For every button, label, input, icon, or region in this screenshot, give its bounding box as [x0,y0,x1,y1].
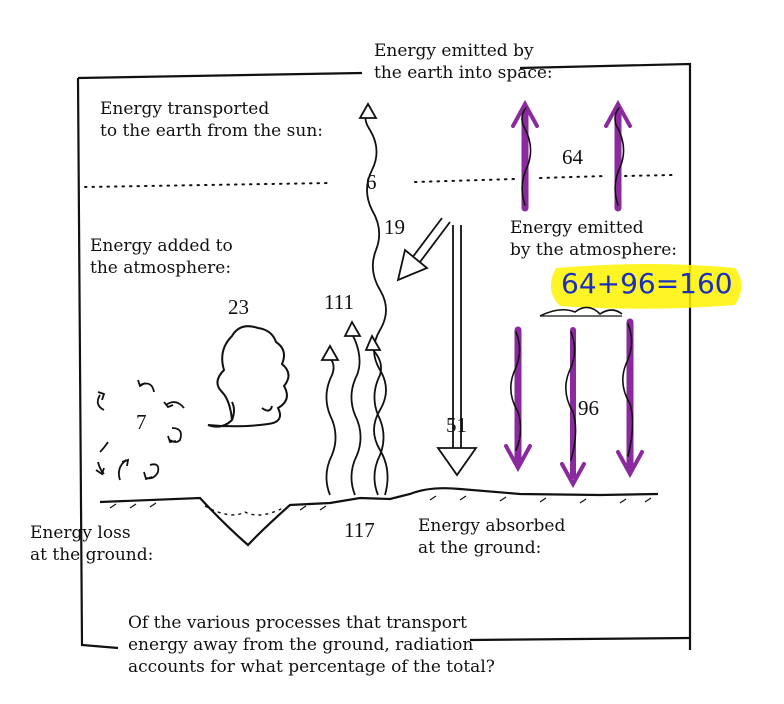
sum-highlight [539,264,742,317]
conduction-eddies-icon [95,379,185,481]
space-ir-value: 64 [562,145,583,169]
top-of-atmosphere-line [84,174,673,188]
conduction-value: 7 [136,410,147,434]
atmosphere-added-label: Energy added to the atmosphere: [90,236,233,278]
ir-window-arrow [358,102,389,496]
ground-surface [99,487,659,547]
atmosphere-absorbed-ir-arrows [320,320,385,496]
solar-absorbed-value: 51 [446,413,467,437]
space-emission-arrows [511,99,632,212]
atm-back-ir-value: 96 [578,396,599,420]
atmosphere-emitted-label: Energy emitted by the atmosphere: [510,218,677,260]
ground-absorbed-label: Energy absorbed at the ground: [418,516,566,558]
reflected-solar-value: 19 [384,215,405,239]
ground-loss-label: Energy loss at the ground: [30,523,154,565]
sum-annotation: 64+96=160 [561,267,733,300]
space-emission-label: Energy emitted by the earth into space: [374,41,553,83]
question-text: Of the various processes that transport … [128,613,495,677]
ir-window-value: 6 [366,170,377,194]
reflected-solar-arrow [396,217,451,282]
latent-heat-value: 23 [228,295,249,319]
atmosphere-back-radiation-arrows [504,318,644,489]
solar-absorbed-arrow [436,225,478,477]
frame [76,62,692,650]
atm-absorbed-ir-value: 111 [324,290,354,314]
ground-ir-value: 117 [344,518,375,542]
sun-transport-label: Energy transported to the earth from the… [100,99,323,141]
cloud-icon [207,325,290,428]
